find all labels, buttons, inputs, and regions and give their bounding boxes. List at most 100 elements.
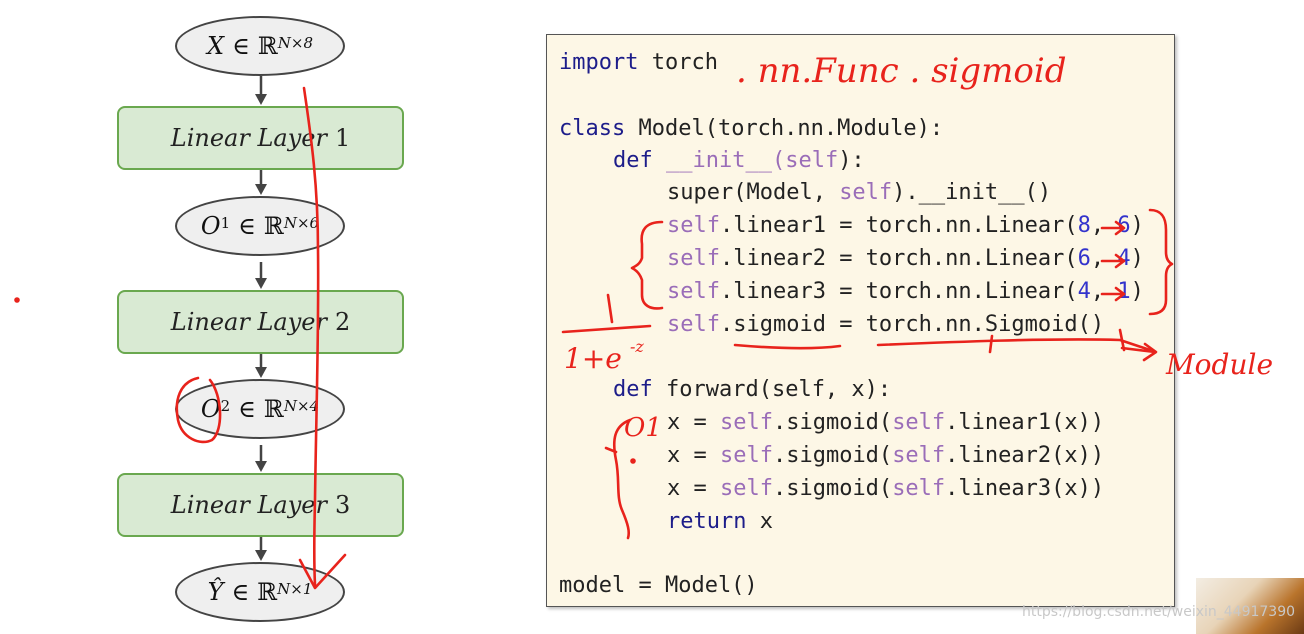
code-text: ,: [1090, 246, 1118, 271]
hidden-shape: N×4: [283, 397, 320, 415]
code-text: x =: [667, 410, 720, 435]
arrow-5: [255, 445, 267, 472]
code-line-import: import torch: [559, 49, 718, 77]
code-text: ,: [1090, 279, 1118, 304]
watermark: https://blog.csdn.net/weixin_44917390: [1022, 604, 1296, 620]
keyword-import: import: [559, 50, 639, 75]
code-panel: import torch class Model(torch.nn.Module…: [546, 34, 1175, 607]
self-token: self: [719, 443, 773, 468]
self-token: self: [892, 476, 946, 501]
code-text: ).__init__(): [892, 180, 1052, 205]
code-line-forward-3: x = self.sigmoid(self.linear3(x)): [667, 475, 1104, 503]
corner-photo: [1196, 578, 1304, 634]
arrow-3: [255, 262, 267, 289]
linear-layer-2: Linear Layer 2: [117, 290, 404, 354]
ink-arrow-linear3: [1100, 286, 1126, 302]
self-token: self: [719, 476, 773, 501]
self-token: self: [892, 443, 946, 468]
input-node: X ∈ ℝ N×8: [175, 16, 345, 76]
code-line-super: super(Model, self).__init__(): [667, 179, 1051, 207]
self-token: self: [667, 279, 720, 304]
ink-underline-torch-sigmoid: [876, 338, 1152, 352]
member-of-symbol: ∈: [231, 578, 250, 606]
code-line-def-init: def __init__(self):: [613, 147, 865, 175]
output-node: Ŷ ∈ ℝ N×1: [175, 562, 345, 622]
reals-symbol: ℝ: [257, 578, 278, 606]
code-line-linear1: self.linear1 = torch.nn.Linear(8, 6): [667, 212, 1144, 240]
code-text: ): [1130, 246, 1144, 271]
input-shape: N×8: [277, 34, 314, 52]
code-text: .linear3(x)): [945, 476, 1105, 501]
number-token: 4: [1077, 279, 1091, 304]
hidden-symbol: O: [200, 395, 221, 423]
reals-symbol: ℝ: [263, 395, 284, 423]
code-line-class: class Model(torch.nn.Module):: [559, 115, 943, 143]
linear-layer-3: Linear Layer 3: [117, 473, 404, 537]
member-of-symbol: ∈: [232, 32, 250, 60]
code-text: x =: [667, 476, 720, 501]
hidden-node-1: O 1 ∈ ℝ N×6: [175, 196, 345, 256]
reals-symbol: ℝ: [257, 32, 278, 60]
ink-brace-right: [1148, 208, 1174, 316]
ink-fraction-bar: [561, 324, 652, 334]
ink-fraction-one: [606, 293, 614, 324]
reals-symbol: ℝ: [263, 212, 284, 240]
self-token: self: [667, 246, 720, 271]
self-token: self: [719, 410, 773, 435]
arrow-1: [255, 76, 267, 105]
ink-tick-1: [988, 334, 994, 354]
hidden-index: 2: [220, 397, 231, 415]
arrow-4: [255, 353, 267, 378]
member-of-symbol: ∈: [238, 395, 256, 423]
layer-label: Linear Layer: [170, 491, 327, 519]
ink-arrow-linear2: [1100, 253, 1126, 269]
output-shape: N×1: [277, 580, 313, 598]
ink-text-o1: O1: [624, 413, 662, 443]
code-text: Model(torch.nn.Module):: [625, 116, 944, 141]
code-text: .linear1 = torch.nn.Linear(: [719, 213, 1078, 238]
code-text: .linear2 = torch.nn.Linear(: [719, 246, 1078, 271]
ink-vertical-flow-line: [302, 86, 320, 587]
code-text: ,: [1090, 213, 1118, 238]
self-token: self: [892, 410, 946, 435]
arrow-6: [255, 536, 267, 561]
input-symbol: X: [206, 32, 225, 60]
code-text: .linear1(x)): [945, 410, 1105, 435]
ink-tick-2: [1118, 328, 1126, 352]
ink-text-nn-func: . nn.Func . sigmoid: [736, 51, 1067, 91]
self-token: self: [785, 148, 839, 173]
ink-arrow-module: [1120, 342, 1158, 362]
code-line-model: model = Model(): [559, 573, 758, 598]
ink-brace-forward: [612, 418, 632, 540]
self-token: self: [667, 213, 720, 238]
arrow-2: [255, 170, 267, 195]
layer-label: Linear Layer: [170, 308, 327, 336]
ink-underline-sigmoid: [733, 343, 842, 350]
ink-dot-forward: [630, 458, 636, 464]
code-text: torch: [638, 50, 718, 75]
layer-index: 3: [334, 491, 351, 519]
member-of-symbol: ∈: [238, 212, 256, 240]
code-line-forward-2: x = self.sigmoid(self.linear2(x)): [667, 442, 1104, 470]
self-token: self: [667, 312, 720, 337]
self-token: self: [839, 180, 893, 205]
code-text: x: [746, 509, 773, 534]
layer-index: 2: [334, 308, 351, 336]
ink-brace-forward-tip: [604, 446, 618, 454]
code-line-return: return x: [667, 508, 773, 536]
code-line-forward-1: x = self.sigmoid(self.linear1(x)): [667, 409, 1104, 437]
code-line-def-forward: def forward(self, x):: [613, 376, 891, 404]
code-line-linear2: self.linear2 = torch.nn.Linear(6, 4): [667, 245, 1144, 273]
hidden-index: 1: [220, 214, 231, 232]
code-line-sigmoid: self.sigmoid = torch.nn.Sigmoid(): [667, 311, 1104, 339]
number-token: 6: [1077, 246, 1091, 271]
hidden-shape: N×6: [283, 214, 320, 232]
ink-dot: [14, 297, 20, 303]
code-text: .linear3 = torch.nn.Linear(: [719, 279, 1078, 304]
keyword-def: def: [613, 377, 653, 402]
keyword-def: def: [613, 148, 653, 173]
linear-layer-1: Linear Layer 1: [117, 106, 404, 170]
code-text: __init__(: [652, 148, 786, 173]
code-text: ):: [838, 148, 865, 173]
